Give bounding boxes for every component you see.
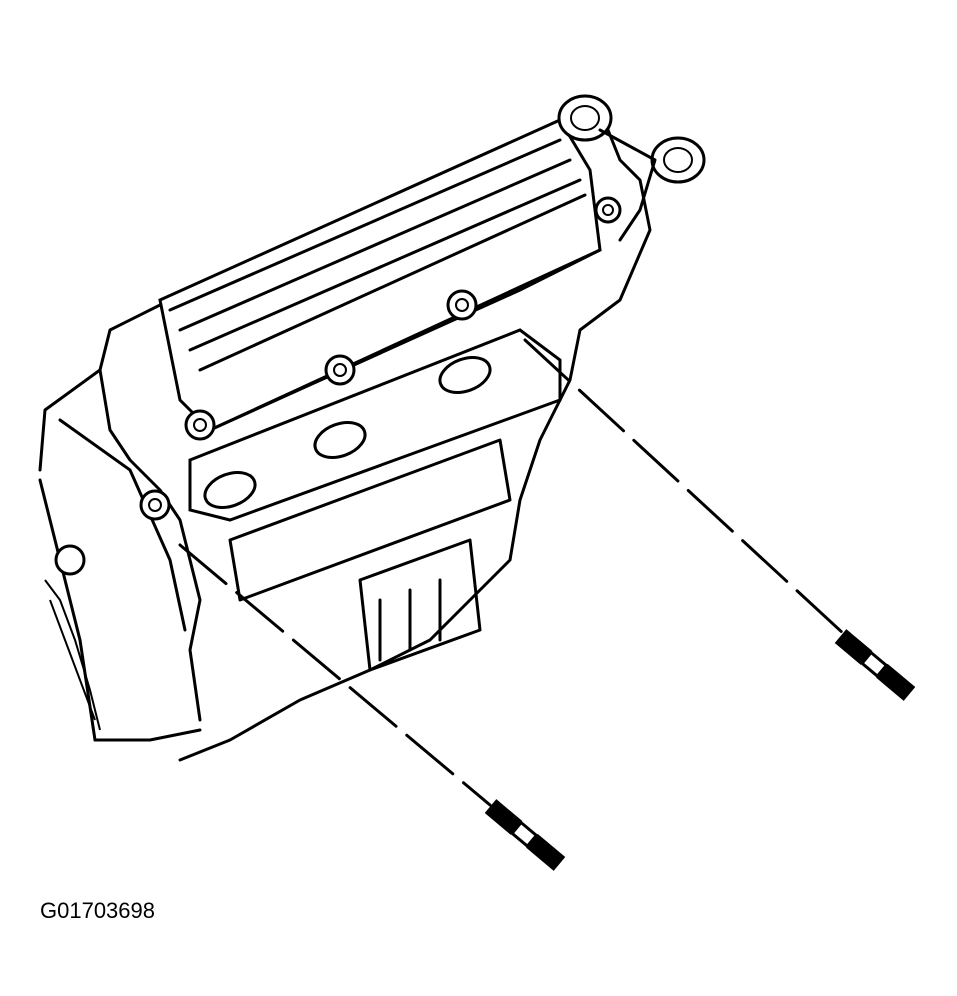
cover-bolts	[184, 196, 622, 441]
cam-caps	[557, 94, 706, 242]
stud-right	[834, 629, 916, 701]
guide-line-left	[178, 543, 492, 807]
figure-code: G01703698	[40, 898, 155, 923]
manifold-gasket	[139, 328, 562, 522]
stud-left	[484, 799, 566, 871]
guide-lines	[178, 338, 847, 807]
lower-block	[44, 438, 512, 731]
guide-line-right	[523, 338, 847, 637]
